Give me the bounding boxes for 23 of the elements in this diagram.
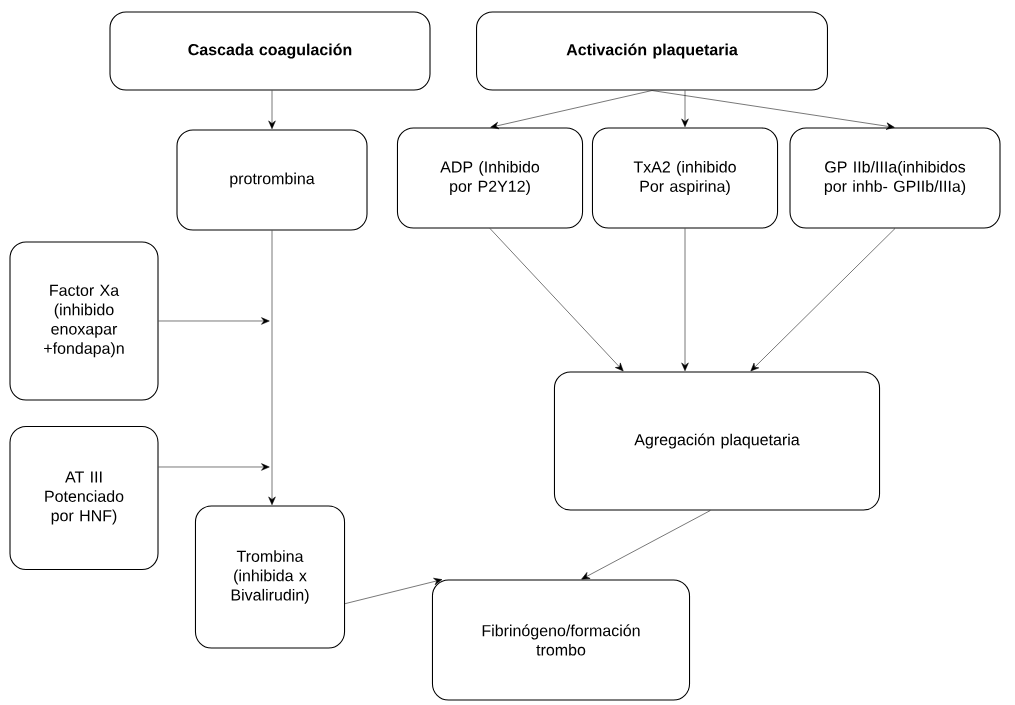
process-box: protrombina	[176, 129, 368, 231]
process-box: ADP (Inhibido por P2Y12)	[396, 127, 584, 229]
arrow	[268, 90, 276, 130]
process-box: GP IIb/IIIa(inhibidos por inhb- GPIIb/IIIa)	[789, 127, 1001, 229]
arrow	[489, 228, 624, 372]
arrow	[490, 90, 653, 130]
arrow	[681, 90, 689, 128]
arrow	[750, 228, 896, 372]
arrow	[344, 577, 443, 604]
arrow	[681, 228, 689, 372]
process-box: Fibrinógeno/formación trombo	[431, 579, 691, 701]
process-box: TxA2 (inhibido Por aspirina)	[591, 127, 779, 229]
heading-box: Cascada coagulación	[109, 11, 431, 91]
arrow	[651, 90, 895, 130]
process-box: Trombina (inhibida x Bivalirudin)	[194, 505, 346, 649]
process-box: AT III Potenciado por HNF)	[9, 426, 159, 570]
process-box: Factor Xa (inhibido enoxapar +fondapa)n	[9, 241, 159, 401]
heading-box: Activación plaquetaria	[476, 11, 828, 91]
arrow	[158, 463, 270, 471]
process-box: Agregación plaquetaria	[553, 371, 881, 511]
arrow	[158, 317, 270, 325]
arrow	[581, 510, 711, 580]
arrow	[268, 230, 276, 506]
